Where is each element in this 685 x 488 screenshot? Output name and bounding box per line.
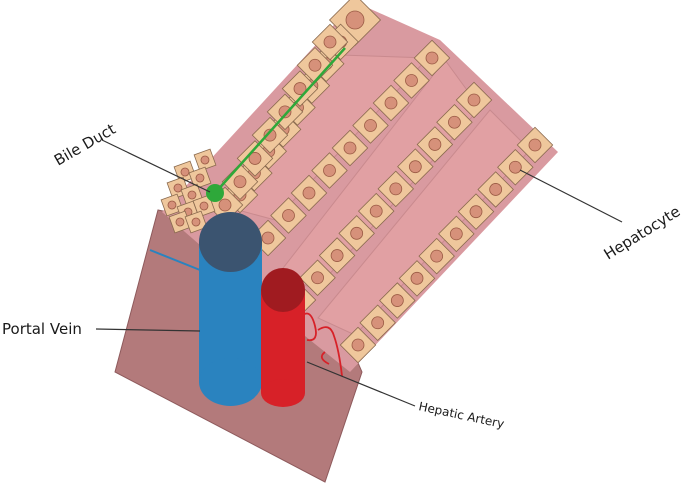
hepatocyte-cell	[413, 39, 451, 77]
arteriole-squiggle	[299, 312, 343, 377]
hepatocyte-cell	[311, 23, 349, 61]
hepatocyte-cell	[338, 215, 375, 252]
hepatocyte-cell	[477, 171, 514, 208]
hepatocyte-cell	[296, 47, 334, 84]
hepatocyte-leader	[519, 169, 623, 223]
bile-duct-label: Bile Duct	[51, 120, 119, 170]
hepatocyte-cell	[188, 166, 212, 190]
hepatocyte-cell	[339, 326, 377, 364]
hepatocyte-cell	[418, 237, 455, 275]
hepatocyte-cell	[236, 140, 274, 177]
hepatocyte-cell	[457, 193, 495, 230]
hepatic-artery	[261, 268, 305, 407]
hepatocyte-cell	[516, 126, 554, 164]
hepatocyte-label: Hepatocyte	[601, 202, 684, 263]
hepatocyte-cell	[184, 210, 208, 234]
hepatocyte-cell	[299, 259, 336, 297]
hepatocyte-cell	[377, 170, 415, 208]
hepatocyte-cell	[352, 107, 389, 144]
hepatocyte-cell	[160, 193, 184, 217]
hepatocyte-cell	[357, 192, 395, 230]
hepatocyte-cell	[193, 148, 217, 172]
hepatocyte-cell	[281, 70, 319, 107]
bile-duct-dot	[206, 184, 224, 202]
hepatic-artery-label: Hepatic Artery	[417, 399, 505, 431]
hepatocyte-cell	[270, 197, 307, 234]
hepatocyte-cell	[290, 174, 328, 212]
hepatocyte-cell	[416, 126, 454, 163]
hepatocyte-cell	[359, 304, 396, 342]
hepatocyte-cell	[192, 194, 216, 218]
periportal-cell-cluster	[160, 148, 217, 234]
hepatocyte-cell	[497, 148, 534, 186]
hepatocyte-cell	[372, 84, 410, 122]
hepatocyte-cell	[221, 163, 259, 200]
hepatic-artery-leader	[306, 361, 416, 407]
bile-duct-leader	[101, 139, 211, 193]
portal-vein-leader	[95, 328, 201, 332]
hepatocyte-cell	[251, 116, 289, 154]
hepatocyte-cell	[438, 215, 475, 253]
hepatocyte-cell	[398, 260, 436, 297]
hepatocyte-cell	[311, 152, 348, 189]
portal-vein	[199, 212, 262, 406]
hepatocyte-cell	[436, 103, 473, 141]
hepatocyte-cell	[266, 93, 304, 131]
hepatocyte-cell	[393, 62, 430, 99]
hepatocyte-cell	[331, 129, 369, 167]
hepatocyte-rows	[206, 0, 554, 364]
hepatocyte-cell	[455, 81, 493, 119]
hepatocyte-cell	[379, 282, 416, 319]
hepatocyte-cell	[318, 237, 356, 274]
portal-vein-label: Portal Vein	[2, 320, 82, 338]
bile-duct-line	[214, 47, 346, 194]
hepatocyte-cell	[397, 148, 434, 185]
